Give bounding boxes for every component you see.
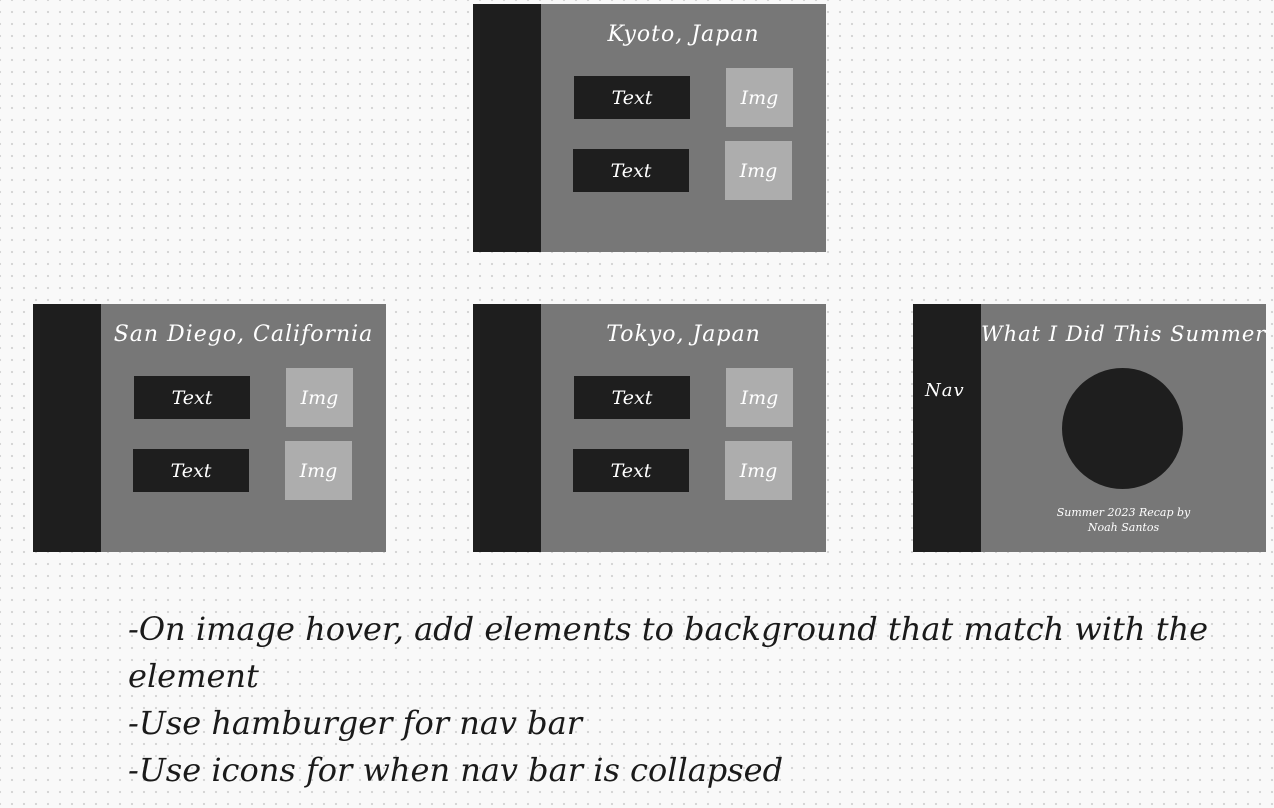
image-block: Img xyxy=(285,441,352,500)
frame-title: What I Did This Summer xyxy=(981,322,1267,346)
recap-line: Summer 2023 Recap by xyxy=(1056,506,1191,519)
text-block: Text xyxy=(134,376,250,419)
san-diego-frame: San Diego, California Text Img Text Img xyxy=(33,304,386,552)
text-block: Text xyxy=(574,376,690,419)
frame-title: Tokyo, Japan xyxy=(606,322,761,347)
nav-bar xyxy=(473,304,541,552)
text-block: Text xyxy=(574,76,690,119)
text-block: Text xyxy=(573,149,689,192)
image-block: Img xyxy=(726,368,793,427)
nav-bar: Nav xyxy=(913,304,981,552)
design-notes: -On image hover, add elements to backgro… xyxy=(128,606,1248,794)
text-block: Text xyxy=(573,449,689,492)
image-block: Img xyxy=(725,441,792,500)
image-block: Img xyxy=(286,368,353,427)
frame-title: San Diego, California xyxy=(113,322,374,347)
recap-caption: Summer 2023 Recap by Noah Santos xyxy=(1051,505,1196,535)
home-frame: Nav What I Did This Summer Summer 2023 R… xyxy=(913,304,1266,552)
note-item: -On image hover, add elements to backgro… xyxy=(128,610,1209,695)
frame-title: Kyoto, Japan xyxy=(607,22,760,47)
note-item: -Use hamburger for nav bar xyxy=(128,704,582,742)
kyoto-frame: Kyoto, Japan Text Img Text Img xyxy=(473,4,826,252)
image-block: Img xyxy=(725,141,792,200)
recap-line: Noah Santos xyxy=(1087,521,1160,534)
image-block: Img xyxy=(726,68,793,127)
nav-bar xyxy=(473,4,541,252)
text-block: Text xyxy=(133,449,249,492)
tokyo-frame: Tokyo, Japan Text Img Text Img xyxy=(473,304,826,552)
nav-bar xyxy=(33,304,101,552)
note-item: -Use icons for when nav bar is collapsed xyxy=(128,751,784,789)
nav-label: Nav xyxy=(925,380,965,401)
profile-circle xyxy=(1062,368,1183,489)
